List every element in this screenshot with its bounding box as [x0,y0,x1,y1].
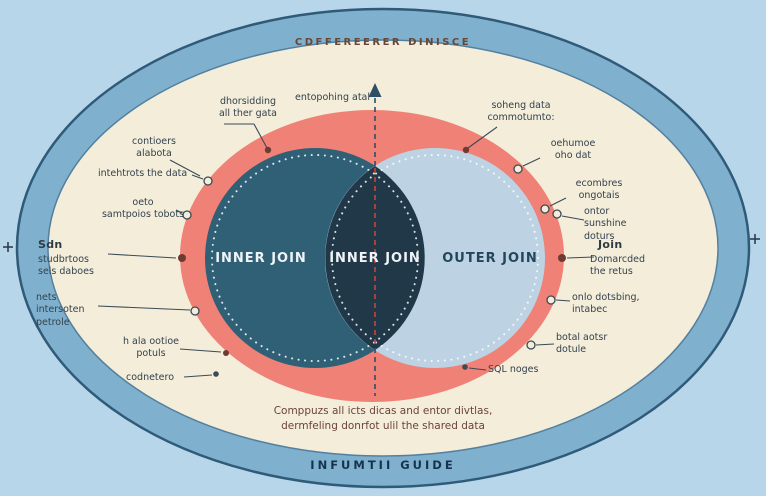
plus-icon-left [3,242,13,252]
venn-right-label: OUTER JOIN [442,251,538,266]
footer-ring-label: INFUMTII GUIDE [310,458,456,472]
callout-bottom-right-1: botal aotsr dotule [556,332,608,356]
page-title: CDFFEREERER DINISCE [294,37,472,48]
callout-top-left-1: dhorsidding all ther gata [218,96,278,120]
callout-bottom-left-1: h ala ootioe potuls [123,336,179,360]
plus-icon-right [750,234,760,244]
callout-top-right-2: oehumoe oho dat [550,138,596,162]
callout-arrow-label: entopohing atal [295,92,370,103]
right-group-heading: Join [598,238,623,251]
bottom-caption: Comppuzs all icts dicas and entor divtla… [273,405,493,433]
callout-right-2: ontor sunshine doturs [584,206,627,242]
left-group-subtext: studbrtoos sels daboes [38,254,94,278]
venn-left-label: INNER JOIN [215,251,307,266]
dotted-guide-left [211,154,419,362]
callout-bottom-right-2: SQL noges [488,364,539,375]
callout-bottom-left-2: codnetero [126,372,175,383]
callout-left-1: intehtrots the data [98,168,188,179]
connector-lines [97,123,595,378]
callout-top-left-2: contioers alabota [132,136,176,160]
marker-dots-open [182,164,562,350]
callout-right-3: onlo dotsbing, intabec [572,292,640,316]
left-group-heading: Sdn [38,238,63,251]
venn-center-label: INNER JOIN [329,251,421,266]
callout-top-right-1: soheng data commotumto: [487,100,555,124]
callout-left-2: oeto samtpoios tobots [101,197,185,221]
up-arrow-icon [368,83,382,97]
callout-left-3: nets intersoten petrole [36,292,85,328]
marker-dots-filled [178,146,566,377]
right-group-subtext: Domarcded the retus [590,254,646,278]
callout-right-1: ecombres ongotais [575,178,623,202]
dotted-guide-right [331,154,539,362]
